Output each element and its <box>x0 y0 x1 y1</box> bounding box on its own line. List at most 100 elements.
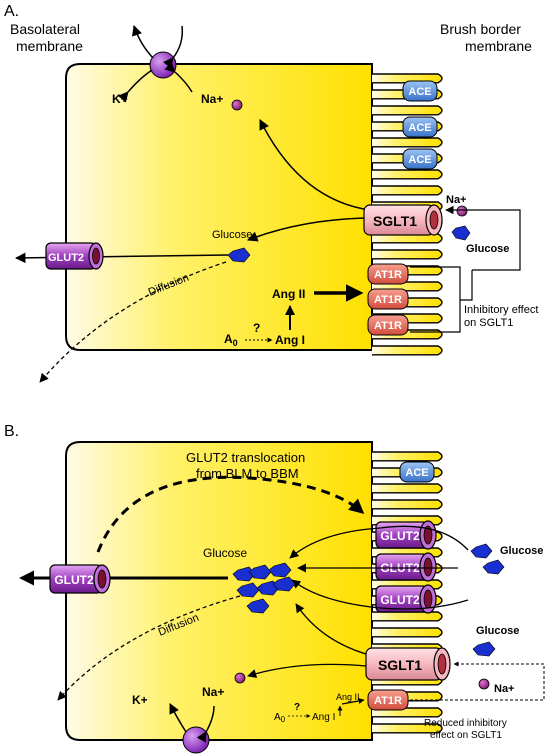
inhibitory-label-line2: on SGLT1 <box>464 317 513 329</box>
glucose-label-right: Glucose <box>466 243 509 255</box>
translocation-arrow <box>96 475 365 553</box>
sglt1-glucose-arrow <box>295 603 367 655</box>
question-mark-b: ? <box>294 702 300 713</box>
panel-a: A. Basolateral membrane Brush border mem… <box>4 3 538 383</box>
glucose-transport-arrow <box>247 217 365 242</box>
glucose-icon <box>268 562 292 578</box>
microvillus <box>372 611 443 622</box>
diffusion-arrow <box>39 261 227 383</box>
a0-label-b: A0 <box>274 712 286 724</box>
microvillus <box>372 345 443 356</box>
glucose-label-right-2: Glucose <box>476 625 519 637</box>
k-ion-label-b: K+ <box>132 693 148 707</box>
at1r-box <box>367 263 409 285</box>
na-ion-label-right-b: Na+ <box>494 683 515 695</box>
ace-label: ACE <box>408 154 431 166</box>
glucose-icon <box>248 564 272 580</box>
na-ion-icon-right <box>456 205 468 217</box>
glut2-label: GLUT2 <box>380 593 420 607</box>
glucose-entry-arrow <box>291 579 469 610</box>
glucose-icon <box>472 641 496 657</box>
brush-border-label-line2: membrane <box>465 38 532 54</box>
glut2-brush-transporter: GLUT2 <box>375 520 437 550</box>
pump-arrow-in <box>163 25 184 69</box>
glucose-cluster <box>232 562 296 614</box>
inhibitory-feedback-arrow <box>445 205 521 271</box>
microvillus <box>372 233 443 244</box>
at1r-box <box>367 288 409 310</box>
na-k-pump-icon <box>149 51 177 79</box>
reduced-label-line2: effect on SGLT1 <box>430 730 502 741</box>
at1r-group-a: AT1R AT1R AT1R <box>367 263 409 336</box>
microvillus <box>372 137 443 148</box>
at1r-label: AT1R <box>374 269 402 281</box>
sglt1-label: SGLT1 <box>378 657 422 673</box>
at1r-label: AT1R <box>374 294 402 306</box>
cell-body-a <box>65 63 373 351</box>
translocation-label-line1: GLUT2 translocation <box>186 450 305 465</box>
basolateral-label-line2: membrane <box>16 38 83 54</box>
ang2-label-b: Ang II <box>336 692 360 702</box>
inhibitory-label-line1: Inhibitory effect <box>464 304 538 316</box>
glut2-label: GLUT2 <box>48 252 84 264</box>
glut2-label: GLUT2 <box>54 573 94 587</box>
basolateral-label-line1: Basolateral <box>10 21 80 37</box>
na-ion-icon-left <box>234 672 246 684</box>
microvillus <box>372 185 443 196</box>
ace-group-a: ACE ACE ACE <box>402 80 438 170</box>
ace-box <box>402 148 438 170</box>
ace-box <box>402 80 438 102</box>
glucose-icon <box>246 598 270 614</box>
microvillus <box>372 499 443 510</box>
ace-label: ACE <box>405 467 428 479</box>
at1r-label: AT1R <box>374 320 402 332</box>
at1r-label: AT1R <box>374 695 402 707</box>
glucose-icon <box>272 576 296 592</box>
na-ion-label-left: Na+ <box>201 92 223 106</box>
microvillus <box>372 169 443 180</box>
microvillus <box>372 451 443 462</box>
glut2-transporter-a: GLUT2 <box>45 242 104 270</box>
reduced-inhibitory-arrow <box>410 661 545 701</box>
reduced-label-line1: Reduced inhibitory <box>424 718 507 729</box>
glucose-icon <box>236 582 260 598</box>
glucose-label-right-1: Glucose <box>500 545 543 557</box>
ang1-label-b: Ang I <box>312 712 335 723</box>
k-ion-label: K+ <box>112 92 128 106</box>
ace-label: ACE <box>408 122 431 134</box>
glucose-icon <box>482 559 505 575</box>
question-mark-a: ? <box>253 321 260 335</box>
k-arrow <box>169 703 187 733</box>
sglt1-label: SGLT1 <box>373 213 417 229</box>
at1r-box <box>367 314 409 336</box>
pump-arrow-out <box>132 25 154 59</box>
glut2-brush-transporter: GLUT2 <box>375 552 437 582</box>
panel-b: B. GLUT2 translocation from BLM to BBM A… <box>4 423 545 754</box>
ace-box <box>399 461 435 483</box>
panel-b-label: B. <box>4 423 19 440</box>
ang2-label-a: Ang II <box>272 287 305 301</box>
glucose-icon <box>232 566 256 582</box>
glucose-label-center: Glucose <box>212 229 252 241</box>
a0-label-a: A0 <box>224 332 238 348</box>
ace-label: ACE <box>408 86 431 98</box>
na-k-pump-icon <box>182 726 210 754</box>
cell-body-b <box>65 441 373 741</box>
glucose-entry-arrow <box>289 525 469 559</box>
glucose-label-center-b: Glucose <box>203 546 247 560</box>
microvillus <box>372 105 443 116</box>
na-ion-icon-left <box>231 99 243 111</box>
microvillus <box>372 723 443 734</box>
ace-box <box>402 116 438 138</box>
na-transport-arrow <box>259 119 371 211</box>
na-arrow <box>196 705 215 743</box>
glut2-transporter-b: GLUT2 <box>49 564 111 594</box>
na-arrow-out <box>164 61 193 93</box>
at1r-box <box>367 689 409 711</box>
na-ion-label-right: Na+ <box>446 194 467 206</box>
ang2-to-at1r-arrow-b <box>341 698 365 705</box>
sglt1-transporter-a: SGLT1 <box>363 204 443 236</box>
microvillus <box>372 483 443 494</box>
na-transport-arrow-b <box>247 663 367 678</box>
panel-a-label: A. <box>4 3 19 20</box>
